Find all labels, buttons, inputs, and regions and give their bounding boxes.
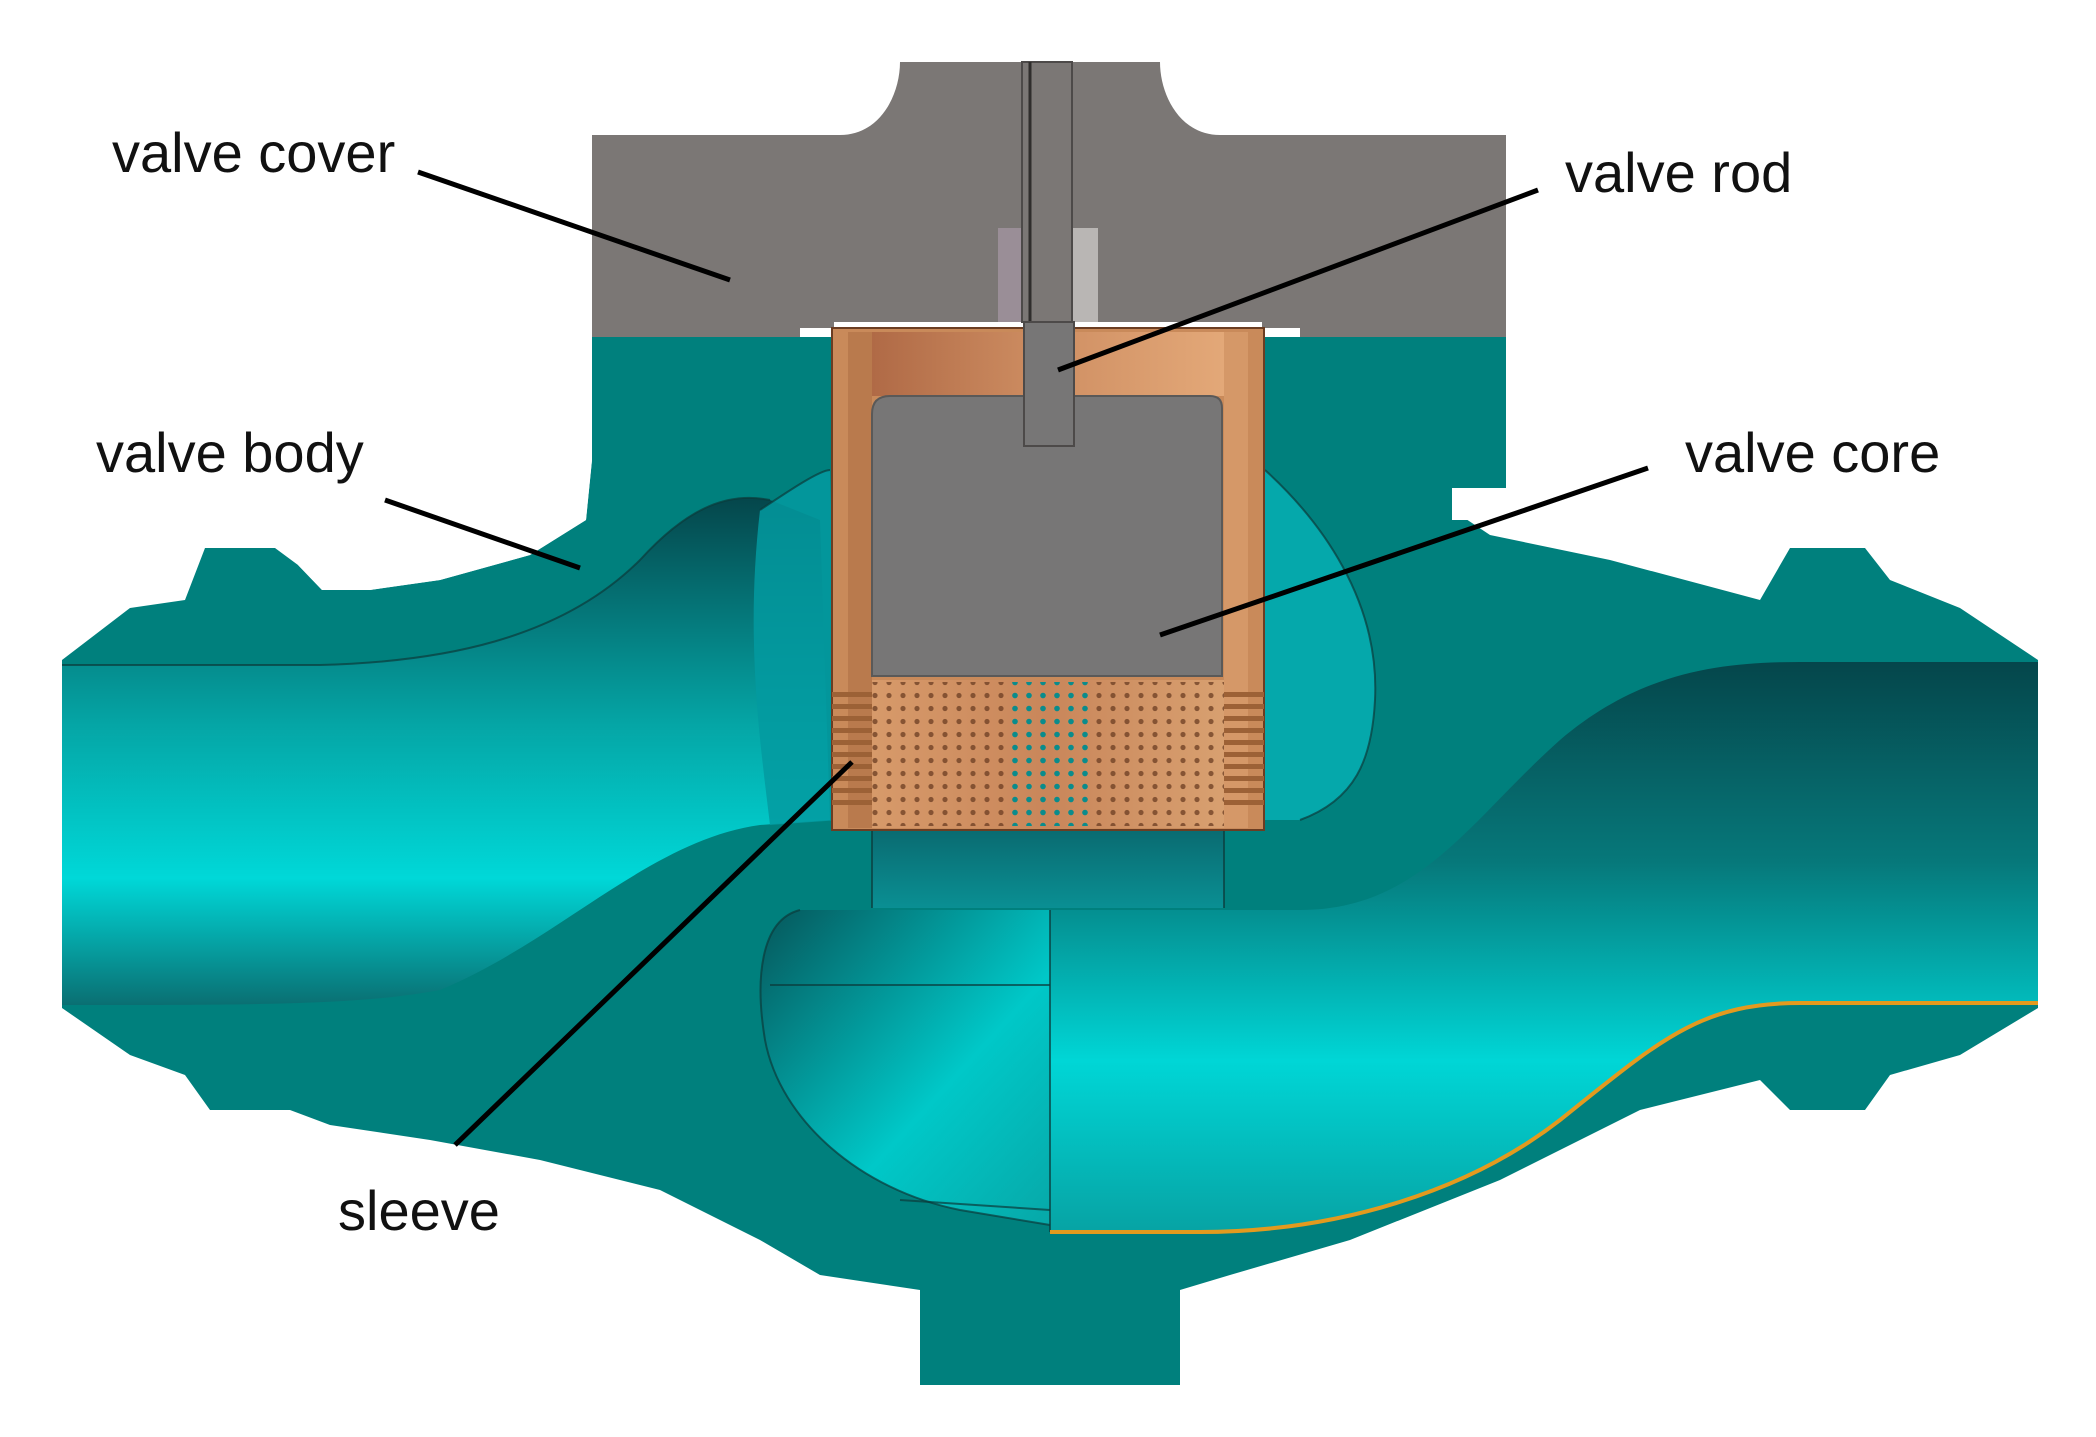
leader-sleeve	[453, 760, 854, 1147]
right-chamber-edge	[1264, 469, 1377, 821]
lower-chamber-line-2	[899, 1199, 1051, 1211]
left-chamber-edge	[759, 469, 831, 511]
right-chamber-surface	[1265, 470, 1376, 820]
label-valve-core: valve core	[1685, 421, 1940, 484]
sleeve-inner-wall-left	[848, 332, 872, 828]
valve-rod-lower	[1023, 321, 1075, 447]
sleeve-neck-passage	[872, 828, 1224, 908]
valve-rod	[1021, 61, 1075, 447]
leader-valve-rod	[1057, 187, 1539, 373]
label-valve-rod: valve rod	[1565, 141, 1792, 204]
sleeve-ribs-right	[1224, 692, 1264, 805]
left-passage-edge	[62, 496, 771, 666]
leader-valve-cover	[417, 169, 731, 283]
left-chamber-surface	[753, 470, 840, 825]
lower-chamber-edge	[759, 909, 1051, 1226]
sleeve-inner-wall-right	[1224, 332, 1248, 828]
lower-chamber	[760, 910, 1050, 1225]
right-flow-passage	[1050, 662, 2038, 1232]
orange-edge-line	[1050, 1001, 2038, 1234]
label-valve-body: valve body	[96, 421, 364, 484]
leader-valve-body	[384, 497, 581, 571]
label-valve-cover: valve cover	[112, 121, 395, 184]
sleeve-ribs-left	[832, 692, 872, 805]
packing-gland-left	[998, 228, 1024, 322]
label-sleeve: sleeve	[338, 1179, 500, 1242]
sleeve-cage-teal-holes	[1010, 682, 1094, 826]
leader-valve-core	[1159, 465, 1649, 638]
packing-gland-right	[1072, 228, 1098, 322]
left-flow-passage	[62, 497, 830, 1005]
body-neck-recess	[298, 430, 592, 590]
body-side-notch	[1452, 488, 1512, 520]
valve-core	[871, 395, 1223, 677]
